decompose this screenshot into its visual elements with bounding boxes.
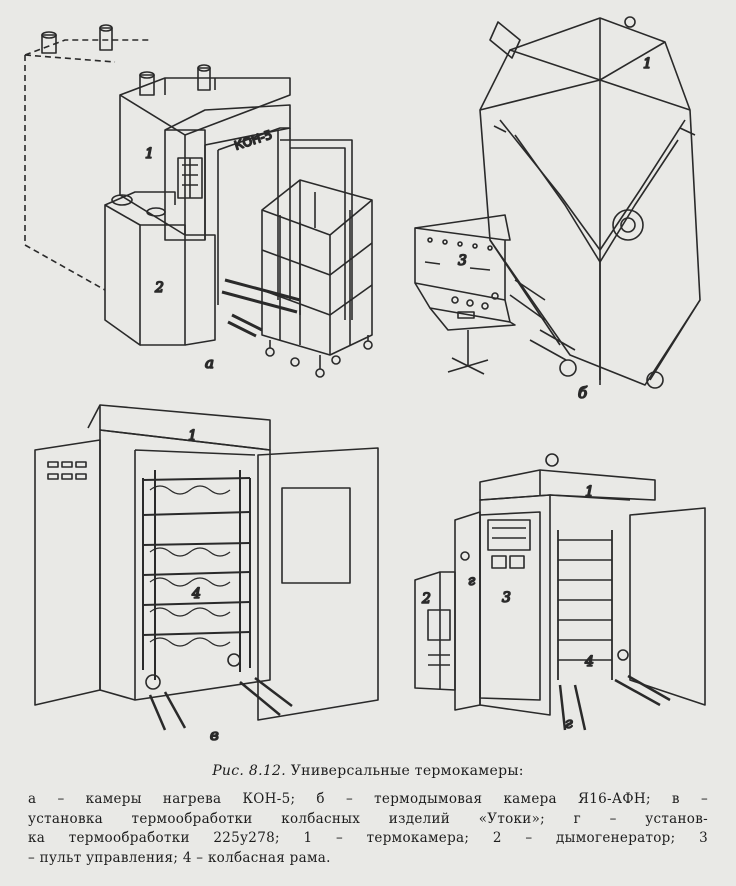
panel-v-letter: в — [210, 726, 219, 744]
caption-title-text: Универсальные термокамеры: — [290, 763, 524, 779]
panel-g-callout-3: 3 — [502, 590, 511, 606]
panel-g-callout-2: 2 — [421, 591, 431, 607]
panel-b-drawing — [414, 16, 701, 389]
caption-title: Рис. 8.12. Универсальные термокамеры: — [0, 763, 736, 779]
panel-a-drawing — [24, 24, 373, 378]
panel-g-drawing — [414, 453, 706, 731]
panel-g-callout-g: г — [468, 573, 475, 589]
panel-b-letter: б — [578, 384, 588, 402]
panel-g-callout-1: 1 — [585, 484, 594, 500]
panel-v-callout-4: 4 — [191, 586, 201, 602]
panel-b-callout-3: 3 — [458, 253, 467, 269]
brand-label-kon5: КОН-5 — [233, 128, 274, 153]
caption-line: – пульт управления; 4 – колбасная рама. — [28, 849, 331, 866]
panel-v-callout-1: 1 — [188, 428, 197, 444]
panel-a-callout-1: 1 — [145, 146, 154, 162]
caption-body: а – камеры нагрева КОН-5; б – термодымов… — [28, 790, 708, 868]
panel-g-callout-4: 4 — [584, 654, 594, 670]
panel-v-drawing — [34, 404, 379, 731]
panel-b-callout-1: 1 — [643, 56, 652, 72]
caption-line: а – камеры нагрева КОН-5; б – термодымов… — [28, 791, 708, 807]
caption-line: установка термообработки колбасных издел… — [28, 810, 708, 827]
panel-a-letter: а — [205, 354, 214, 372]
caption-line: ка термообработки 225у278; 1 – термокаме… — [28, 830, 708, 846]
panel-a-callout-2: 2 — [154, 280, 164, 296]
figure-illustrations: КОН-5 1 2 а 1 3 б — [24, 16, 706, 745]
caption-figure-number: Рис. 8.12. — [212, 763, 286, 779]
panel-g-letter: г — [565, 714, 573, 732]
